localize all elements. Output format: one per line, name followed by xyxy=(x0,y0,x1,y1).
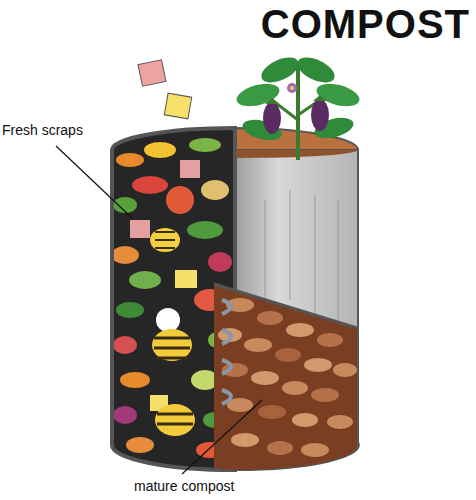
falling-scrap xyxy=(138,60,166,87)
aerator-coil xyxy=(222,300,231,404)
leader-line xyxy=(56,146,132,218)
title: COMPOST xyxy=(261,2,470,47)
mature-compost-pile xyxy=(205,270,365,480)
part-label: mature compost xyxy=(134,478,234,494)
eggplant-plant xyxy=(234,52,362,160)
leader-line xyxy=(182,400,262,474)
falling-scrap xyxy=(164,93,191,119)
part-label: Fresh scraps xyxy=(2,122,83,138)
cutaway-edge xyxy=(214,284,357,328)
